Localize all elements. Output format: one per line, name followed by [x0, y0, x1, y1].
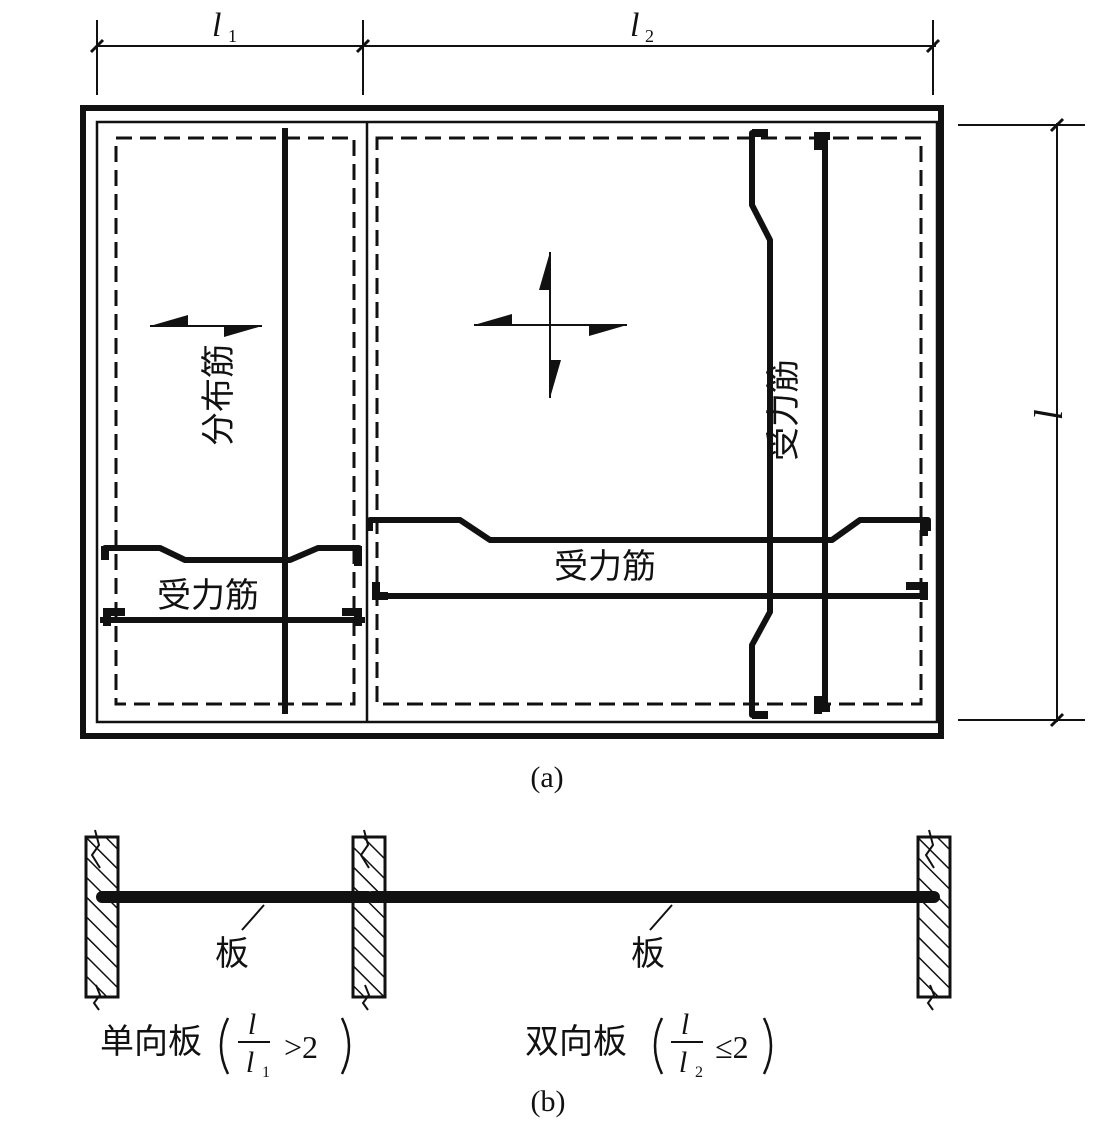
one-way-denominator: l	[246, 1046, 254, 1079]
dashed-boundaries	[114, 136, 923, 706]
dimension-right	[958, 117, 1085, 728]
right-panel-rebars	[367, 130, 931, 718]
wall-left	[84, 829, 120, 1011]
one-way-condition: 单向板 l l 1 >2	[100, 1008, 351, 1081]
leader-right	[649, 904, 673, 931]
one-way-cond: >2	[284, 1029, 318, 1065]
slab-label-left: 板	[215, 934, 249, 974]
two-way-denominator-sub: 2	[695, 1064, 703, 1081]
distribution-bar-label: 分布筋	[199, 344, 239, 446]
two-way-cond: ≤2	[715, 1029, 749, 1065]
dimension-top	[89, 20, 941, 95]
slab-outline	[80, 105, 944, 739]
figure-b: 板 板 单向板 l l 1 >2 双向板 l l 2 ≤2 (b)	[84, 829, 952, 1118]
two-way-name: 双向板	[525, 1022, 627, 1062]
one-way-denominator-sub: 1	[262, 1064, 270, 1081]
two-way-load-arrow	[474, 252, 627, 398]
wall-middle	[351, 829, 387, 1011]
dim-l1-sub: 1	[228, 26, 237, 46]
dim-l-label: l	[1025, 408, 1070, 419]
two-way-numerator: l	[681, 1008, 689, 1041]
dim-l1-label: l	[212, 7, 221, 44]
left-panel-hooks	[101, 546, 362, 626]
main-bar-label-left: 受力筋	[157, 576, 259, 616]
wall-right	[916, 829, 952, 1011]
two-way-condition: 双向板 l l 2 ≤2	[525, 1008, 773, 1081]
figure-a: l 1 l 2 l	[80, 7, 1085, 794]
one-way-load-arrow	[150, 315, 262, 337]
bent-main-bar-vertical	[749, 130, 773, 718]
two-way-denominator: l	[679, 1046, 687, 1079]
slabs	[96, 891, 940, 931]
bent-main-bar-left	[102, 545, 362, 563]
one-way-name: 单向板	[100, 1022, 202, 1062]
main-bar-label-vertical: 受力筋	[764, 359, 804, 461]
caption-b: (b)	[531, 1085, 566, 1118]
leader-left	[241, 904, 265, 931]
caption-a: (a)	[530, 761, 563, 794]
main-bar-label-center: 受力筋	[554, 547, 656, 587]
right-panel-hooks	[372, 129, 928, 719]
dim-l2-sub: 2	[645, 26, 654, 46]
slab-label-right: 板	[631, 934, 665, 974]
dim-l2-label: l	[630, 7, 639, 44]
one-way-numerator: l	[248, 1008, 256, 1041]
bent-main-bar-horizontal	[367, 517, 931, 543]
left-panel-rebars	[100, 128, 365, 714]
